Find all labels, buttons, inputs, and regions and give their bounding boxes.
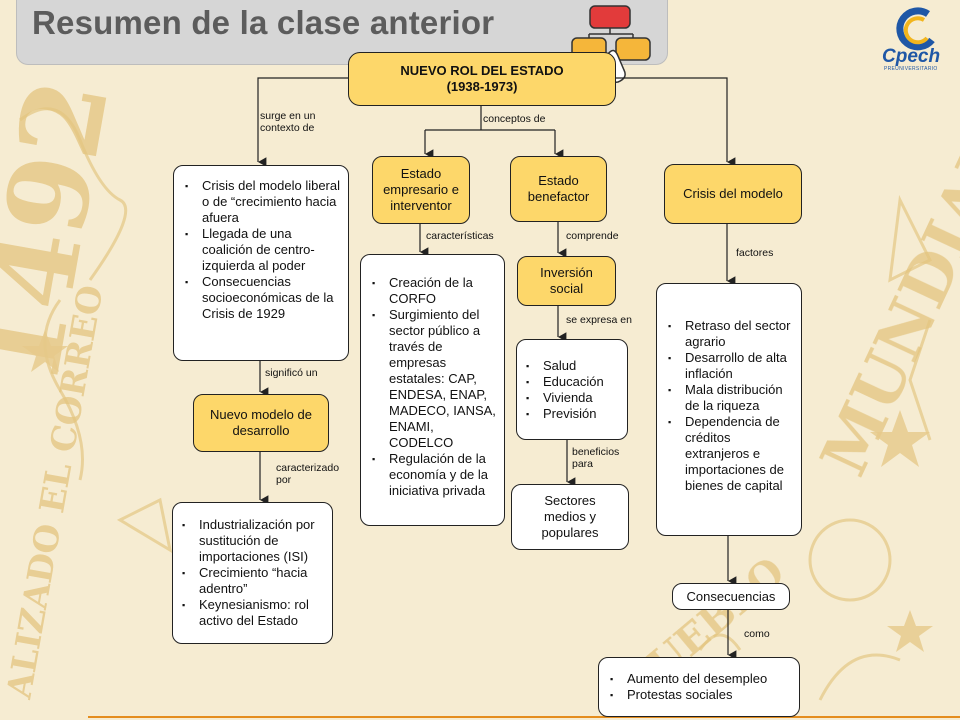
logo-text: Cpech: [882, 46, 941, 67]
list-item: Dependencia de créditos extranjeros e im…: [668, 414, 795, 494]
label-caracterizado: caracterizado por: [276, 462, 340, 486]
page-title: Resumen de la clase anterior: [32, 4, 495, 41]
list-item: Retraso del sector agrario: [668, 318, 795, 350]
list-item: Llegada de una coalición de centro-izqui…: [185, 226, 340, 274]
main-concept-period: (1938-1973): [446, 79, 518, 94]
nuevo-modelo-node: Nuevo modelo de desarrollo: [193, 394, 329, 452]
list-item: Educación: [526, 374, 623, 390]
list-item: Salud: [526, 358, 623, 374]
list-item: Desarrollo de alta inflación: [668, 350, 795, 382]
list-item: Regulación de la economía y de la inicia…: [372, 451, 498, 499]
label-caracteristicas: características: [426, 230, 494, 242]
consecuencias-node: Consecuencias: [672, 583, 790, 610]
isi-node: Industrialización por sustitución de imp…: [172, 502, 333, 644]
list-item: Crecimiento “hacia adentro”: [182, 565, 326, 597]
factores-node: Retraso del sector agrario Desarrollo de…: [656, 283, 802, 536]
final-consequences-node: Aumento del desempleo Protestas sociales: [598, 657, 800, 717]
se-expresa-node: Salud Educación Vivienda Previsión: [516, 339, 628, 440]
sectores-node: Sectores medios y populares: [511, 484, 629, 550]
list-item: Crisis del modelo liberal o de “crecimie…: [185, 178, 340, 226]
inversion-social-node: Inversión social: [517, 256, 616, 306]
list-item: Surgimiento del sector público a través …: [372, 307, 498, 451]
main-concept-node: NUEVO ROL DEL ESTADO (1938-1973): [348, 52, 616, 106]
crisis-liberal-node: Crisis del modelo liberal o de “crecimie…: [173, 165, 349, 361]
cpech-logo: [896, 7, 935, 51]
label-factores: factores: [736, 247, 774, 259]
label-comprende: comprende: [566, 230, 619, 242]
label-surge: surge en un contexto de: [260, 110, 316, 134]
label-beneficios: beneficios para: [572, 446, 620, 470]
main-concept-title: NUEVO ROL DEL ESTADO: [400, 63, 564, 78]
label-se-expresa: se expresa en: [566, 314, 632, 326]
label-como: como: [744, 628, 770, 640]
logo-subtext: PREUNIVERSITARIO: [884, 66, 938, 72]
list-item: Creación de la CORFO: [372, 275, 498, 307]
estado-empresario-node: Estado empresario e interventor: [372, 156, 470, 224]
list-item: Vivienda: [526, 390, 623, 406]
list-item: Consecuencias socioeconómicas de la Cris…: [185, 274, 340, 322]
estado-benefactor-node: Estado benefactor: [510, 156, 607, 222]
label-conceptos: conceptos de: [483, 113, 546, 125]
list-item: Protestas sociales: [610, 687, 793, 703]
list-item: Mala distribución de la riqueza: [668, 382, 795, 414]
crisis-modelo-node: Crisis del modelo: [664, 164, 802, 224]
label-significa: significó un: [265, 367, 318, 379]
caracteristicas-node: Creación de la CORFO Surgimiento del sec…: [360, 254, 505, 526]
list-item: Previsión: [526, 406, 623, 422]
bottom-accent-line: [88, 716, 960, 718]
list-item: Keynesianismo: rol activo del Estado: [182, 597, 326, 629]
list-item: Industrialización por sustitución de imp…: [182, 517, 326, 565]
list-item: Aumento del desempleo: [610, 671, 793, 687]
